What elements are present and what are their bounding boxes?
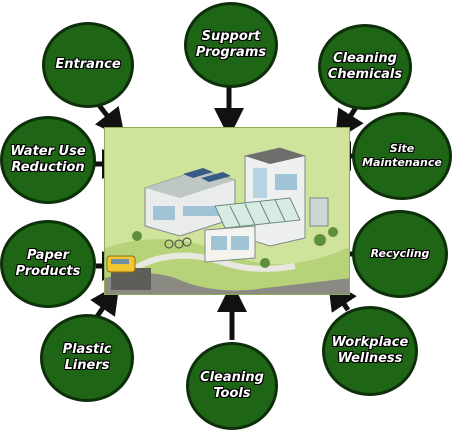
node-workplace-wellness: Workplace Wellness [322,306,418,396]
node-entrance: Entrance [42,22,134,108]
green-campus-illustration [104,127,350,295]
node-water-use-reduction: Water Use Reduction [0,116,96,204]
node-site-maintenance: Site Maintenance [352,112,452,200]
node-recycling: Recycling [352,210,448,298]
node-site-maintenance-label: Site Maintenance [362,142,442,169]
arrow-plastic-liners [90,283,120,320]
campus-image [105,128,349,294]
node-plastic-liners-label: Plastic Liners [62,342,112,373]
node-support-programs: Support Programs [184,2,278,88]
node-water-use-reduction-label: Water Use Reduction [10,144,86,175]
node-workplace-wellness-label: Workplace Wellness [331,335,409,366]
arrow-workplace-wellness [327,279,357,313]
node-support-programs-label: Support Programs [195,29,267,60]
node-cleaning-chemicals-label: Cleaning Chemicals [327,51,403,82]
node-cleaning-tools: Cleaning Tools [186,342,278,430]
node-cleaning-chemicals: Cleaning Chemicals [318,24,412,110]
node-entrance-label: Entrance [55,57,121,72]
node-cleaning-tools-label: Cleaning Tools [200,370,264,401]
node-plastic-liners: Plastic Liners [40,314,134,402]
node-paper-products: Paper Products [0,220,96,308]
node-recycling-label: Recycling [370,247,430,260]
node-paper-products-label: Paper Products [15,248,81,279]
